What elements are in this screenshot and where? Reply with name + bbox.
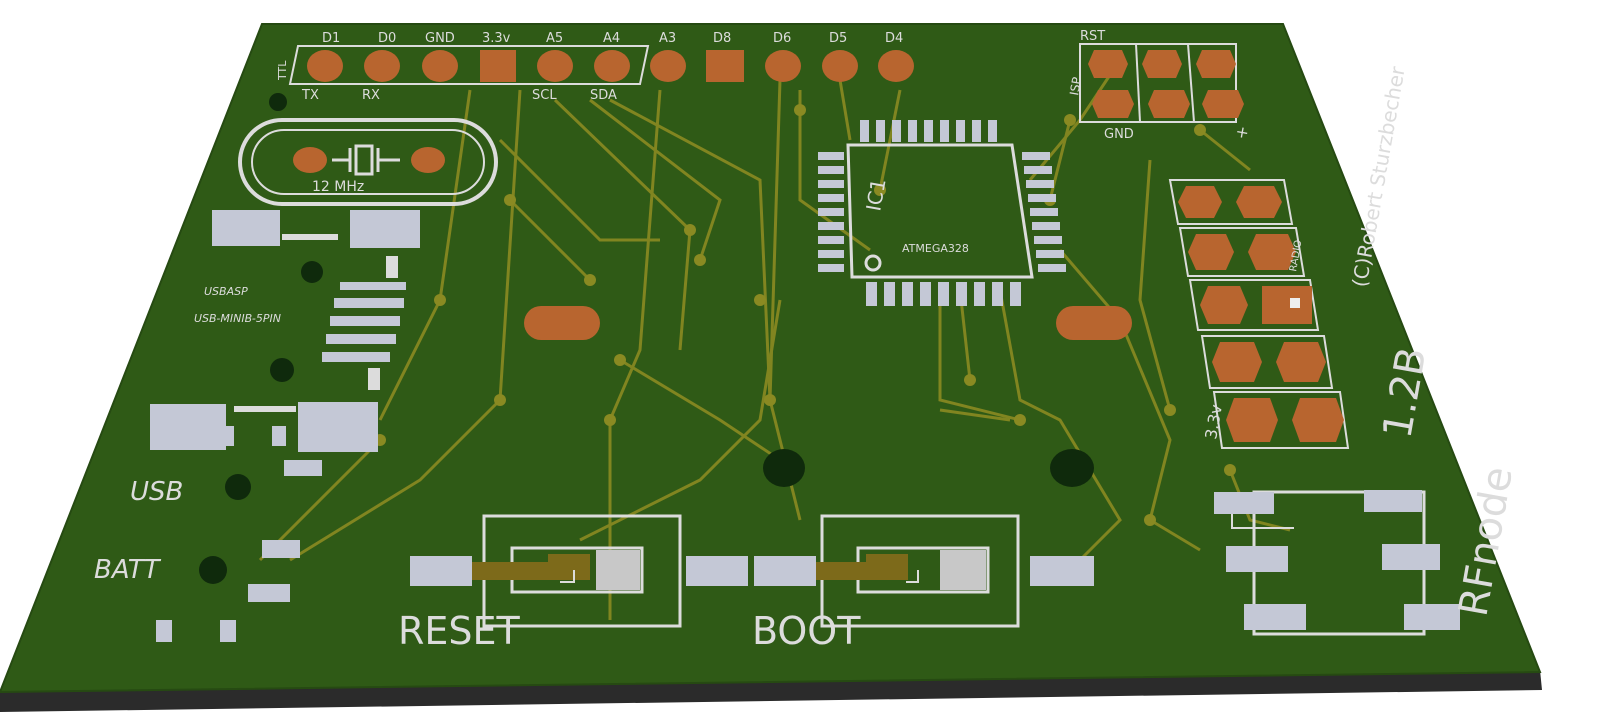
pin-label-gnd: GND	[425, 31, 455, 46]
ic-designator: IC1	[861, 177, 890, 213]
isp-rst-label: RST	[1080, 29, 1105, 44]
pin-label-tx: TX	[301, 88, 319, 103]
pin-label-scl: SCL	[532, 88, 557, 103]
header-pin-labels: D1 D0 GND 3.3v A5 A4 A3 D8 D6 D5 D4 TX R…	[276, 31, 903, 103]
isp-gnd-label: GND	[1104, 127, 1134, 142]
pin-label-d1: D1	[322, 31, 340, 46]
isp-plus-label: +	[1231, 124, 1252, 141]
pin-label-d5: D5	[829, 31, 847, 46]
isp-label: ISP	[1067, 76, 1084, 97]
pin-label-a3: A3	[659, 31, 676, 46]
pin-label-a5: A5	[546, 31, 563, 46]
usb-label: USB	[130, 477, 183, 507]
pin-label-d4: D4	[885, 31, 903, 46]
pin-label-3v3: 3.3v	[482, 31, 511, 46]
header-outline	[288, 45, 650, 85]
pin-label-d0: D0	[378, 31, 396, 46]
crystal: 12 MHz	[238, 118, 498, 206]
ic-part-number: ATMEGA328	[902, 242, 969, 255]
test-pads	[524, 306, 1132, 340]
usbasp-label: USBASP	[204, 285, 248, 298]
reset-button-footprint	[410, 514, 748, 628]
pin-label-d8: D8	[713, 31, 731, 46]
reset-label: RESET	[398, 609, 521, 653]
batt-label: BATT	[94, 555, 162, 585]
pin-label-rx: RX	[362, 88, 380, 103]
crystal-frequency: 12 MHz	[312, 179, 364, 195]
vias	[374, 104, 1236, 526]
board-edge	[0, 670, 1542, 712]
pin-label-d6: D6	[773, 31, 791, 46]
usb-connector-label: USB-MINIB-5PIN	[194, 312, 281, 325]
usb-pads	[150, 210, 420, 642]
radio-header: RADIO 3.3v	[1168, 179, 1350, 449]
pin-label-a4: A4	[603, 31, 620, 46]
module-footprint	[1214, 490, 1460, 636]
pin-label-sda: SDA	[590, 88, 617, 103]
radio-label: RADIO	[1288, 239, 1304, 272]
ic-atmega328: IC1 ATMEGA328	[818, 120, 1066, 306]
header-pads	[307, 50, 914, 82]
boot-button-footprint	[754, 514, 1094, 628]
usb-labels: USBASP USB-MINIB-5PIN USB BATT	[94, 285, 281, 585]
author-credit: (C)Robert Sturzbecher	[1347, 64, 1410, 289]
mounting-holes	[199, 93, 1094, 584]
isp-header: RST ISP GND +	[1067, 29, 1252, 142]
boot-label: BOOT	[752, 609, 861, 653]
ttl-label: TTL	[276, 60, 289, 81]
